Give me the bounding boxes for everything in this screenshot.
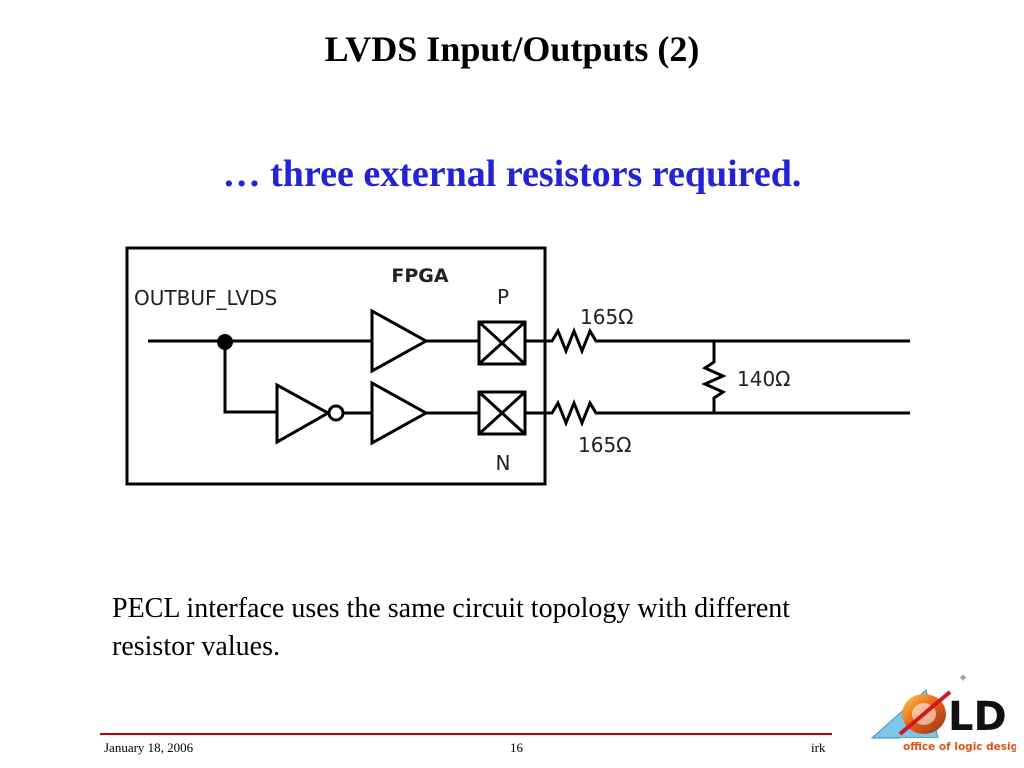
resistor-bottom xyxy=(525,398,910,428)
inverter-bubble xyxy=(327,404,345,422)
footer-date: January 18, 2006 xyxy=(104,740,194,755)
svg-text:✦: ✦ xyxy=(958,671,968,685)
slide-title: LVDS Input/Outputs (2) xyxy=(324,29,700,69)
buffer-bottom xyxy=(370,380,430,446)
buffer-top xyxy=(370,308,430,374)
outbuf-label: OUTBUF_LVDS xyxy=(134,286,277,310)
body-note: PECL interface uses the same circuit top… xyxy=(112,593,791,662)
footer-page-number: 16 xyxy=(510,740,523,755)
logo-caption: office of logic design xyxy=(903,741,1016,753)
resistor-termination-value: 140Ω xyxy=(737,367,790,391)
pin-p-label: P xyxy=(497,285,509,309)
pad-n xyxy=(477,390,527,436)
pin-n-label: N xyxy=(496,451,511,475)
fpga-label: FPGA xyxy=(391,265,448,287)
resistor-bottom-value: 165Ω xyxy=(578,433,631,457)
resistor-top-value: 165Ω xyxy=(580,305,633,329)
old-logo: ✦ LD office of logic design xyxy=(870,671,1016,754)
footer-rule xyxy=(100,733,832,735)
footer-author: irk xyxy=(811,740,826,755)
logo-letters: LD xyxy=(948,694,1007,740)
fpga-block xyxy=(125,246,547,486)
resistor-top xyxy=(525,326,910,356)
pad-p xyxy=(477,320,527,366)
slide-subtitle: … three external resistors required. xyxy=(222,153,802,195)
inverter xyxy=(275,382,332,445)
branch-wire xyxy=(223,342,277,414)
resistor-termination xyxy=(701,341,727,413)
